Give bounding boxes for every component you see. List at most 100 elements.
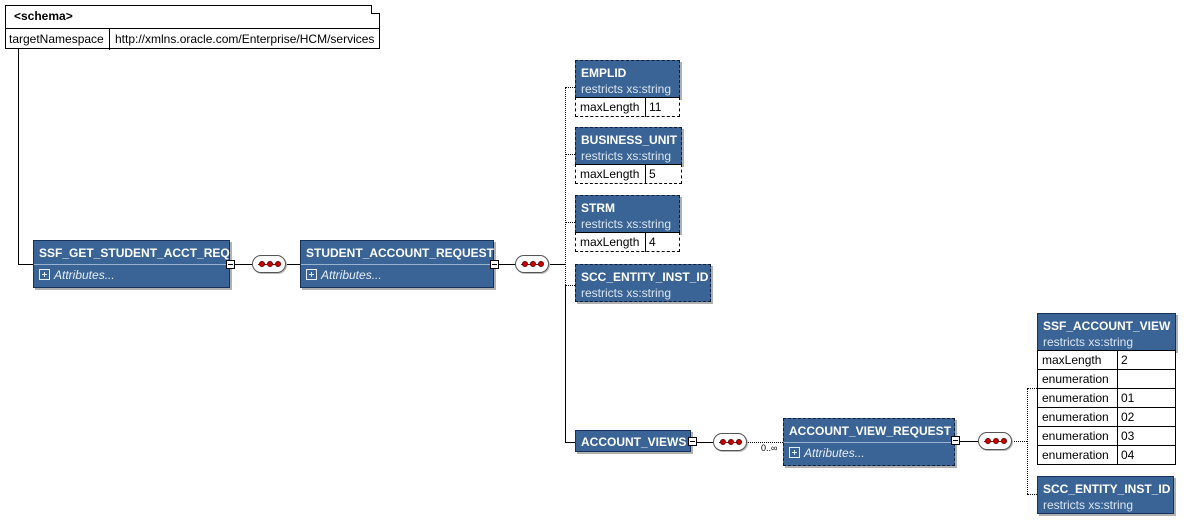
facet-value: 4 — [649, 235, 656, 249]
facet-name: enumeration — [1042, 391, 1109, 405]
scc-entity-2-restricts: restricts xs:string — [1043, 498, 1134, 512]
facet-divider — [1117, 446, 1118, 465]
root-sequence-icon[interactable] — [252, 255, 286, 273]
facet-name: enumeration — [1042, 410, 1109, 424]
business-unit-element-box[interactable]: BUSINESS_UNIT restricts xs:string — [575, 127, 682, 165]
root-collapse-icon[interactable] — [226, 260, 235, 269]
request-attributes[interactable]: Attributes... — [306, 268, 382, 282]
strm-name: STRM — [581, 201, 615, 215]
facet-divider — [1117, 370, 1118, 389]
account-view-request-divider — [784, 442, 954, 443]
account-views-collapse-icon[interactable] — [688, 437, 697, 446]
sequence-dot — [736, 439, 742, 445]
schema-cell-divider — [109, 29, 110, 50]
scc-entity-2-element-box[interactable]: SCC_ENTITY_INST_ID restricts xs:string — [1037, 476, 1174, 514]
facet-divider — [1117, 408, 1118, 427]
request-to-seq-line — [499, 264, 516, 265]
schema-connector-vertical — [18, 49, 19, 264]
occurrence-label: 0..∞ — [761, 443, 778, 453]
facet-name: enumeration — [1042, 429, 1109, 443]
sequence-dot — [993, 438, 999, 444]
ssf-account-view-name: SSF_ACCOUNT_VIEW — [1043, 319, 1171, 333]
sequence-dot — [538, 261, 544, 267]
root-element-box[interactable]: SSF_GET_STUDENT_ACCT_REQ Attributes... — [33, 240, 230, 288]
seq-to-view-request-dotted — [747, 442, 783, 443]
page-fold-icon — [371, 5, 380, 14]
emplid-facets: maxLength 11 — [575, 97, 680, 117]
ssf-account-view-restricts: restricts xs:string — [1043, 335, 1134, 349]
account-views-element-box[interactable]: ACCOUNT_VIEWS — [575, 430, 691, 452]
request-divider — [301, 264, 493, 265]
account-view-request-collapse-icon[interactable] — [951, 436, 960, 445]
schema-box: <schema> targetNamespace http://xmlns.or… — [5, 5, 380, 50]
scc-entity-2-branch — [1027, 494, 1037, 495]
request-element-box[interactable]: STUDENT_ACCOUNT_REQUEST Attributes... — [300, 240, 494, 288]
scc-entity-name: SCC_ENTITY_INST_ID — [581, 270, 709, 284]
sequence-dot — [720, 439, 726, 445]
ssf-account-view-branch — [1027, 388, 1037, 389]
business-unit-branch — [565, 154, 575, 155]
facet-row: enumeration 04 — [1038, 445, 1175, 465]
sequence-dot — [522, 261, 528, 267]
root-attributes[interactable]: Attributes... — [39, 268, 115, 282]
ssf-account-view-box[interactable]: SSF_ACCOUNT_VIEW restricts xs:string — [1037, 313, 1176, 351]
facet-name: maxLength — [580, 100, 640, 114]
facet-name: enumeration — [1042, 448, 1109, 462]
views-to-seq-line — [696, 442, 713, 443]
facet-divider — [645, 98, 646, 117]
account-view-request-sequence-icon[interactable] — [978, 432, 1012, 450]
account-views-branch — [565, 442, 575, 443]
scc-entity-branch — [565, 285, 575, 286]
schema-connector-horizontal — [18, 264, 33, 265]
facet-name: enumeration — [1042, 372, 1109, 386]
plus-expand-icon[interactable] — [306, 269, 317, 280]
strm-element-box[interactable]: STRM restricts xs:string — [575, 195, 680, 233]
account-view-request-box[interactable]: ACCOUNT_VIEW_REQUEST Attributes... — [783, 418, 955, 466]
request-collapse-icon[interactable] — [490, 260, 499, 269]
facet-row: maxLength 11 — [576, 97, 679, 117]
ssf-account-view-facets: maxLength 2 enumeration enumeration 01 e… — [1037, 350, 1176, 465]
facet-divider — [645, 165, 646, 184]
facet-divider — [1117, 389, 1118, 408]
facet-row: enumeration 02 — [1038, 407, 1175, 427]
facet-value: 02 — [1121, 410, 1135, 424]
sequence-dot — [1001, 438, 1007, 444]
account-views-sequence-icon[interactable] — [713, 433, 747, 451]
facet-value: 2 — [1121, 353, 1128, 367]
plus-expand-icon[interactable] — [39, 269, 50, 280]
facet-row: enumeration — [1038, 369, 1175, 389]
schema-title: <schema> — [14, 9, 73, 23]
scc-entity-element-box[interactable]: SCC_ENTITY_INST_ID restricts xs:string — [575, 264, 711, 302]
seq-to-leaves-dotted — [1011, 441, 1027, 442]
facet-row: enumeration 03 — [1038, 426, 1175, 446]
facet-value: 01 — [1121, 391, 1135, 405]
account-view-request-attributes[interactable]: Attributes... — [789, 446, 865, 460]
schema-attribute-value: http://xmlns.oracle.com/Enterprise/HCM/s… — [115, 32, 375, 46]
facet-value: 04 — [1121, 448, 1135, 462]
business-unit-name: BUSINESS_UNIT — [581, 133, 678, 147]
plus-expand-icon[interactable] — [789, 447, 800, 458]
request-attributes-label: Attributes... — [321, 268, 382, 282]
facet-name: maxLength — [580, 235, 640, 249]
sequence-dot — [267, 261, 273, 267]
sequence-dot — [728, 439, 734, 445]
emplid-name: EMPLID — [581, 66, 627, 80]
business-unit-facets: maxLength 5 — [575, 164, 682, 184]
schema-attribute-name: targetNamespace — [9, 32, 104, 46]
request-element-name: STUDENT_ACCOUNT_REQUEST — [306, 246, 495, 260]
facet-row: enumeration 01 — [1038, 388, 1175, 408]
strm-facets: maxLength 4 — [575, 232, 680, 252]
strm-branch — [565, 222, 575, 223]
facet-value: 11 — [649, 100, 662, 114]
facet-value: 5 — [649, 167, 656, 181]
sequence-dot — [985, 438, 991, 444]
scc-entity-restricts: restricts xs:string — [581, 286, 672, 300]
request-sequence-icon[interactable] — [515, 255, 549, 273]
emplid-restricts: restricts xs:string — [581, 82, 672, 96]
facet-row: maxLength 2 — [1038, 350, 1175, 370]
scc-entity-2-name: SCC_ENTITY_INST_ID — [1043, 482, 1171, 496]
seq-to-request-line — [285, 264, 301, 265]
account-view-request-attributes-label: Attributes... — [804, 446, 865, 460]
emplid-element-box[interactable]: EMPLID restricts xs:string — [575, 60, 680, 98]
